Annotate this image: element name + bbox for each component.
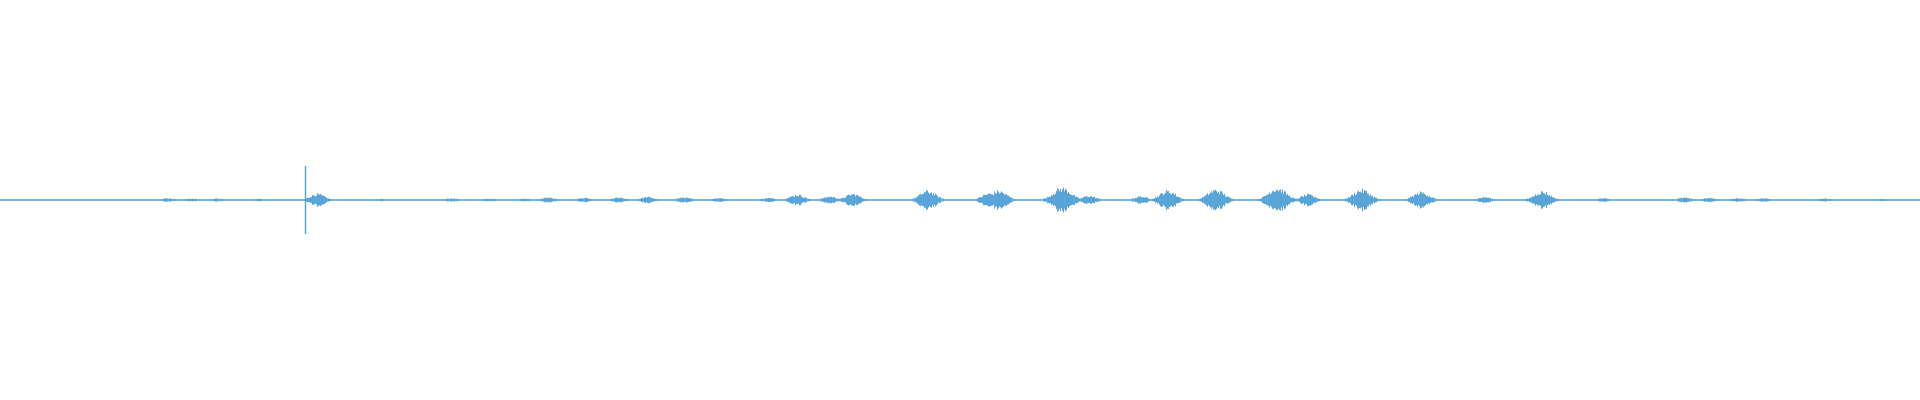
waveform-samples <box>0 187 1920 213</box>
waveform-trace <box>0 187 1920 213</box>
